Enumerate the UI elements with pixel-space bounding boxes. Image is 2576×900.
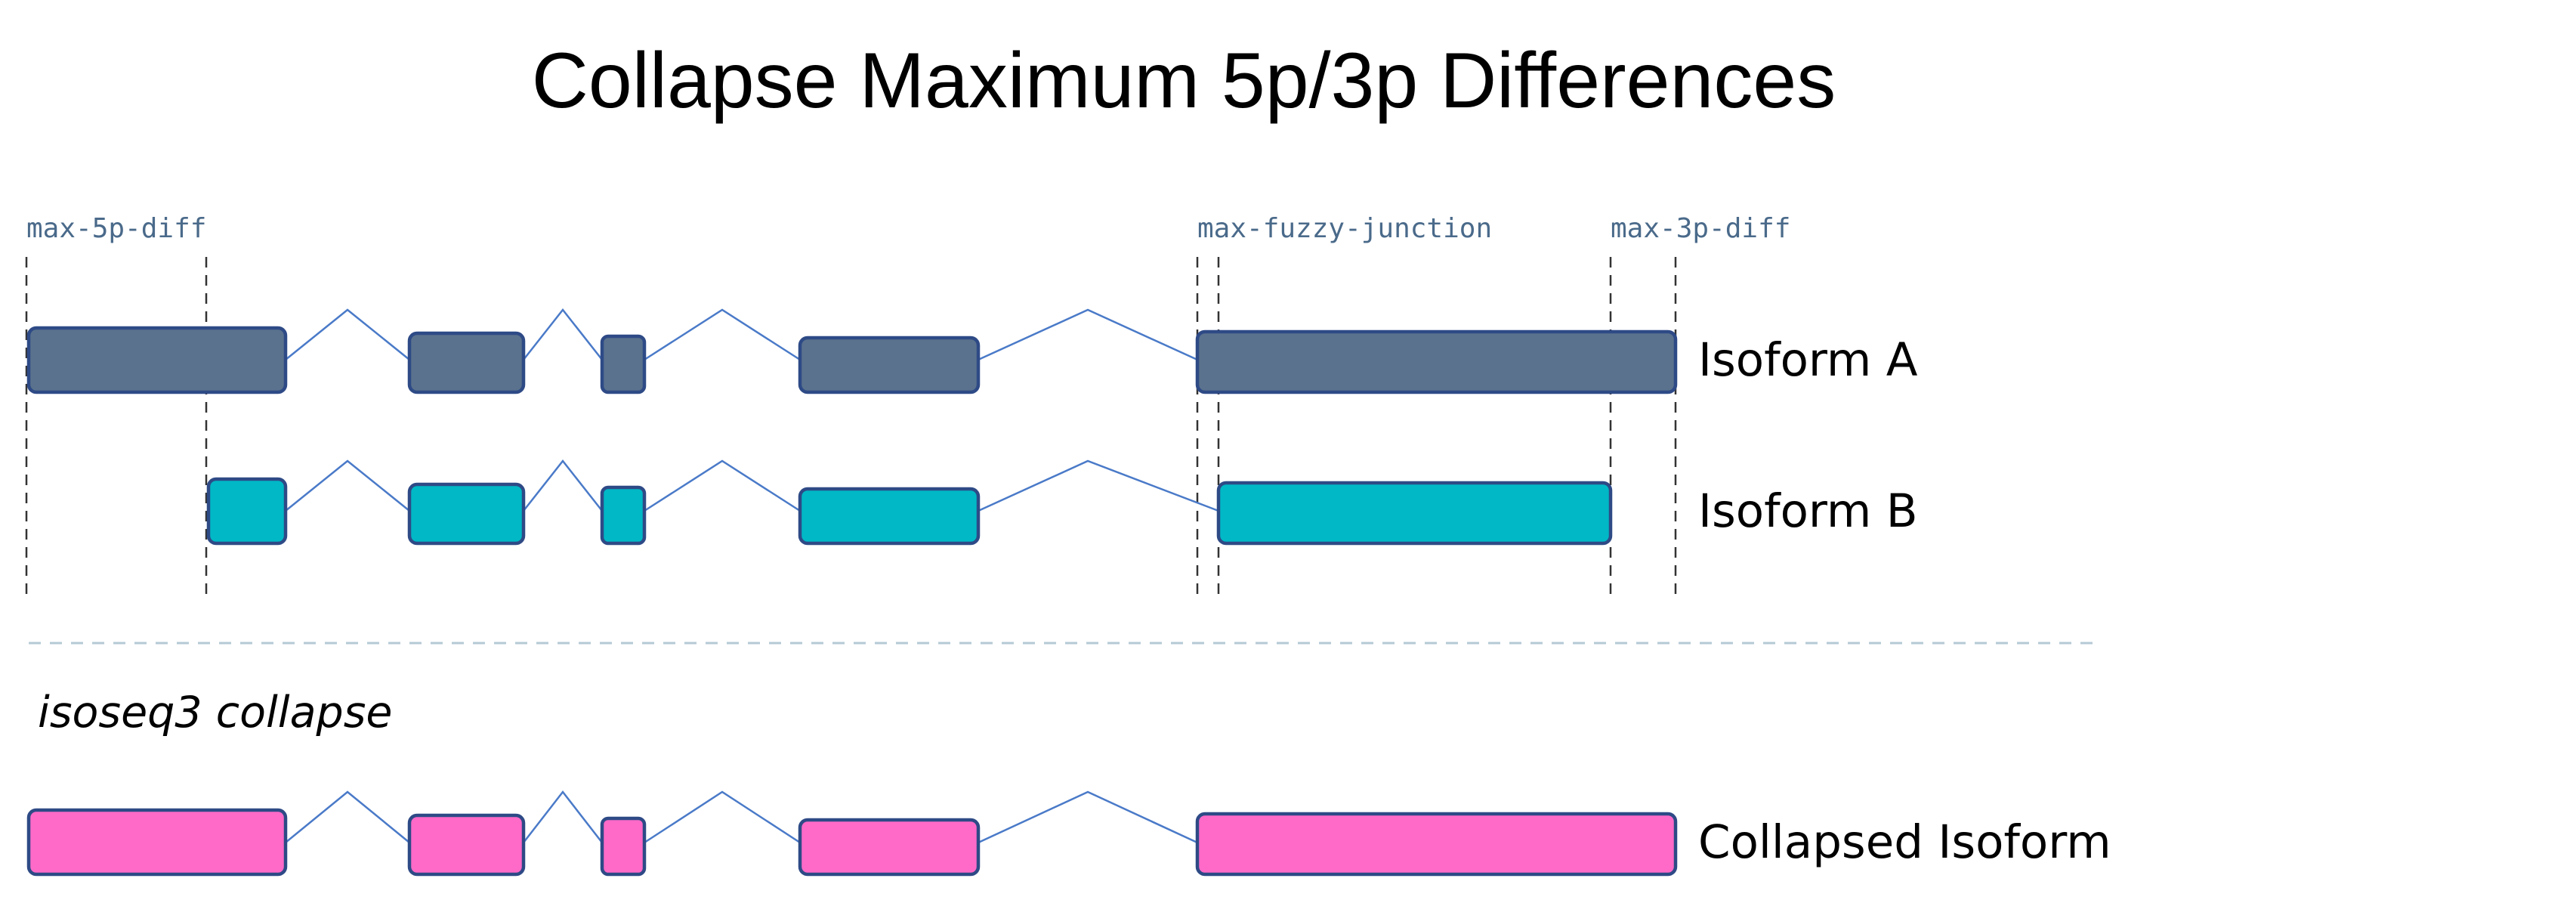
intron [978,308,1198,361]
isoform-a-exon-1 [26,326,288,394]
isoform-b-exon-2 [407,482,526,546]
collapsed-exon-3 [600,816,647,877]
isoform-b-track [206,459,1613,546]
isoform-a-label: Isoform A [1698,333,1918,387]
collapsed-exon-4 [798,818,981,877]
max-5p-diff-label: max-5p-diff [26,213,206,244]
isoform-b-exon-1 [206,477,288,546]
isoform-b-exon-5 [1216,481,1613,546]
intron [523,790,603,843]
intron [978,459,1219,512]
isoform-b-exon-4 [798,487,981,546]
max-3p-diff-label: max-3p-diff [1611,213,1790,244]
max-fuzzy-junction-label: max-fuzzy-junction [1197,213,1492,244]
intron [523,308,603,360]
intron [644,790,801,844]
isoform-b-exon-3 [600,485,647,546]
boundary-markers [25,257,1677,597]
collapsed-isoform-track [26,790,1678,877]
isoform-b-label: Isoform B [1698,484,1918,538]
collapsed-isoform-label: Collapsed Isoform [1698,815,2111,869]
isoform-a-exon-4 [798,336,981,394]
intron [285,308,410,360]
intron [523,459,603,512]
page-title: Collapse Maximum 5p/3p Differences [532,37,1836,125]
intron [644,459,801,512]
collapsed-exon-2 [407,813,526,877]
intron [978,790,1198,844]
isoform-a-exon-3 [600,334,647,394]
collapsed-exon-1 [26,808,288,877]
intron [285,790,410,843]
collapsed-exon-5 [1195,812,1678,877]
intron [644,308,801,361]
isoform-a-exon-5 [1195,329,1678,394]
isoform-a-track [26,308,1678,394]
isoseq3-collapse-label: isoseq3 collapse [38,688,393,738]
intron [285,459,410,512]
isoform-a-exon-2 [407,331,526,394]
